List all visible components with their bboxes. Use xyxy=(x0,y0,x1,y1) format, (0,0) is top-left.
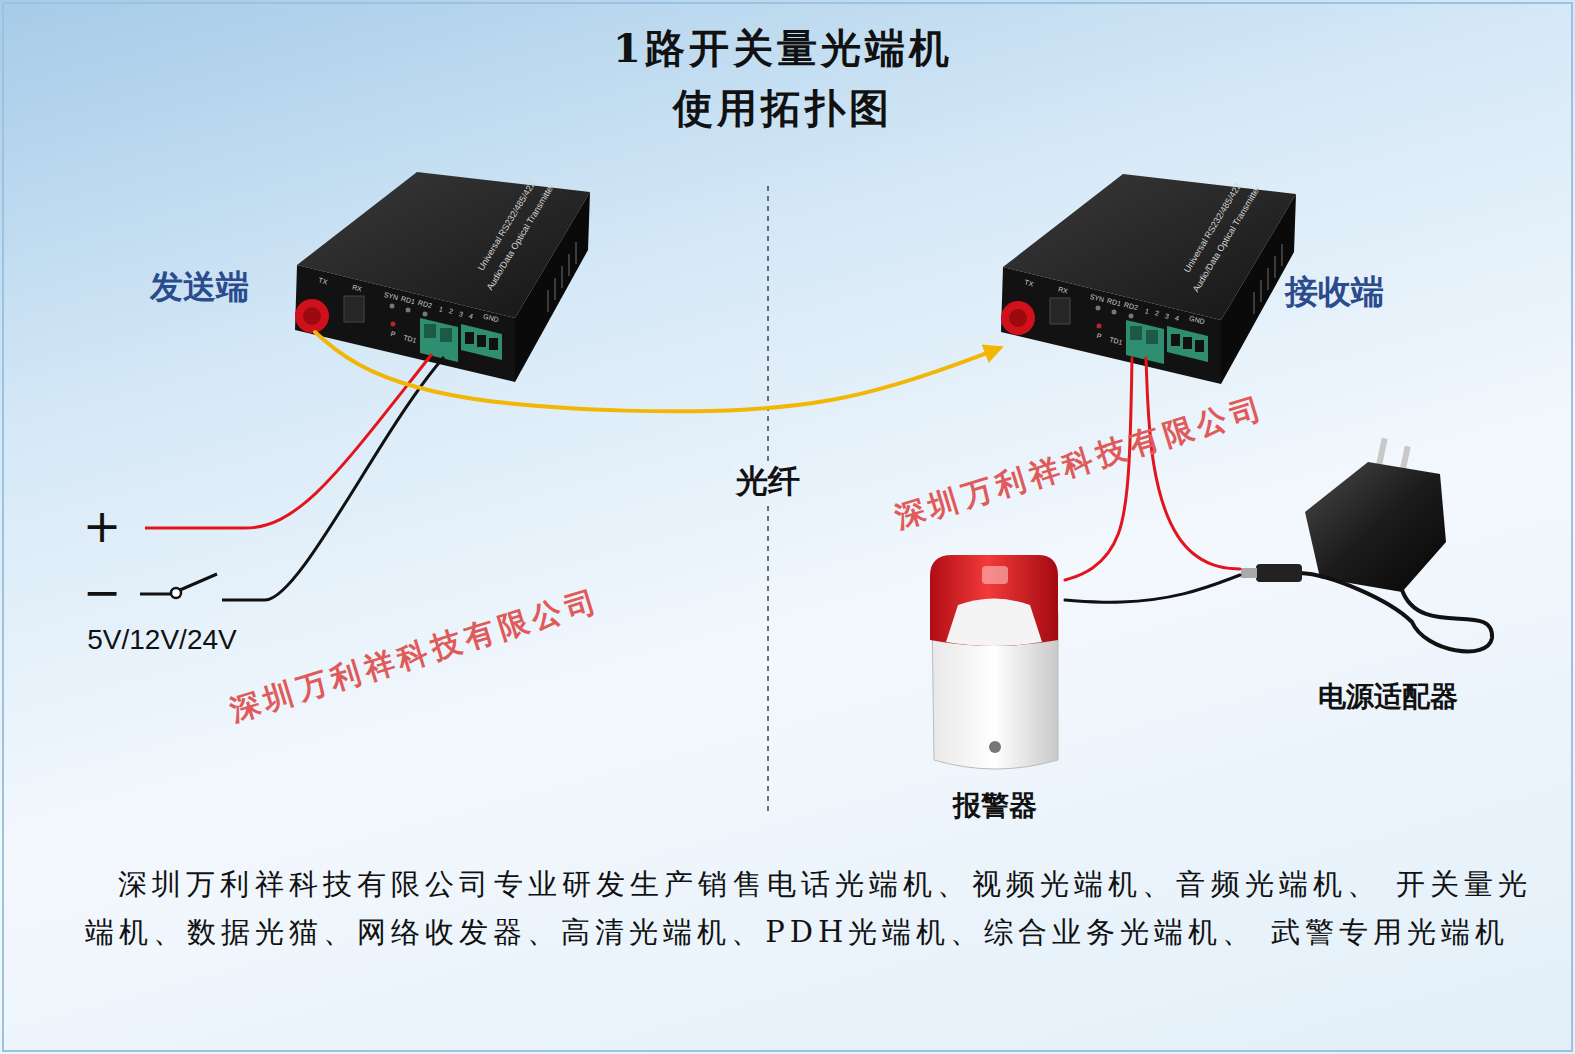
alarm-device: 报警器 xyxy=(925,555,1065,770)
receiver-device xyxy=(1001,174,1296,384)
optical-fiber xyxy=(315,332,1000,411)
switch-pivot xyxy=(171,588,181,598)
diagram-title: 1路开关量光端机 使用拓扑图 xyxy=(588,18,978,138)
power-wire-black xyxy=(222,357,444,600)
power-adapter: 电源适配器 xyxy=(1240,440,1505,650)
edge-label: 光纤 xyxy=(732,462,804,501)
dc-plug xyxy=(1256,564,1302,582)
switch-lead xyxy=(140,593,171,596)
watermark: 深圳万利祥科技有限公司 xyxy=(227,584,604,725)
voltage-label: 5V/12V/24V xyxy=(87,626,236,654)
polarity-sign: + xyxy=(83,503,122,549)
black-wire xyxy=(1065,575,1240,602)
dome-highlight xyxy=(982,566,1008,584)
dc-plug-tip xyxy=(1241,568,1257,578)
switch-blade xyxy=(180,574,217,590)
node-label: 发送端 xyxy=(150,265,249,310)
frame xyxy=(3,3,1572,1051)
node-label: 报警器 xyxy=(953,787,1037,825)
alarm-shield xyxy=(946,599,1042,647)
watermark: 深圳万利祥科技有限公司 xyxy=(892,391,1269,532)
alarm-hole xyxy=(989,741,1001,753)
adapter-body xyxy=(1305,462,1446,592)
alarm-dome xyxy=(930,555,1058,646)
node-label: 电源适配器 xyxy=(1318,678,1458,716)
diagram-caption: 深圳万利祥科技有限公司专业研发生产销售电话光端机、视频光端机、音频光端机、 开关… xyxy=(62,860,1532,956)
node-label: 接收端 xyxy=(1285,270,1384,315)
polarity-sign: − xyxy=(83,569,122,615)
adapter-cable xyxy=(1300,573,1492,651)
red-wire xyxy=(1146,358,1240,569)
